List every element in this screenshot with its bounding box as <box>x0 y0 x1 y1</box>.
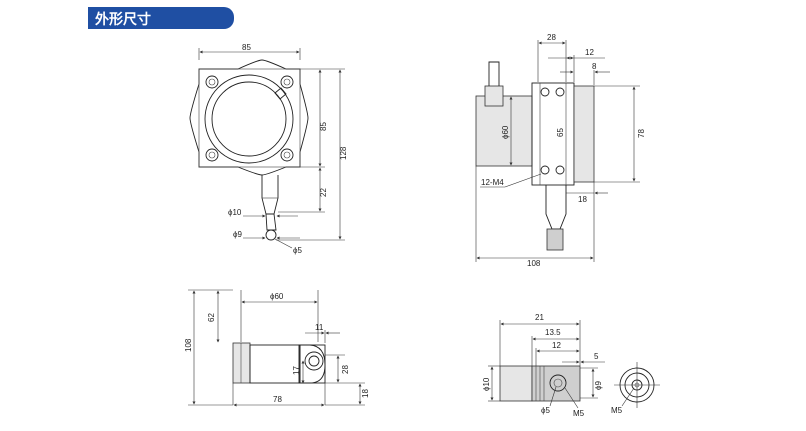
bottom-dia60-label: ϕ60 <box>270 292 284 301</box>
side-w8-label: 8 <box>592 62 597 71</box>
connector-detail-view: 21 13.5 12 5 ϕ10 ϕ9 ϕ5 M5 M5 <box>482 313 660 418</box>
detail-d10-label: ϕ10 <box>482 377 491 391</box>
bottom-h108-label: 108 <box>184 338 193 352</box>
side-thread-label: 12-M4 <box>481 178 504 187</box>
bottom-h28-label: 28 <box>341 365 350 374</box>
front-total-height-label: 128 <box>339 146 348 160</box>
front-lower-label: 22 <box>319 188 328 197</box>
side-view: 28 12 8 ϕ60 65 78 12-M4 18 108 <box>475 33 646 268</box>
side-h65-label: 65 <box>556 128 565 137</box>
front-d9-label: ϕ9 <box>233 230 242 239</box>
side-h78-label: 78 <box>637 129 646 138</box>
front-width-label: 85 <box>242 43 251 52</box>
detail-w12-label: 12 <box>552 341 561 350</box>
side-dia60-label: ϕ60 <box>501 125 510 139</box>
front-d10-label: ϕ10 <box>228 208 242 217</box>
bottom-h18-label: 18 <box>361 389 370 398</box>
front-d5-label: ϕ5 <box>293 246 302 255</box>
detail-d5-label: ϕ5 <box>541 406 550 415</box>
bottom-w11-label: 11 <box>315 323 324 332</box>
bottom-w78-label: 78 <box>273 395 282 404</box>
detail-w13-5-label: 13.5 <box>545 328 561 337</box>
side-w28-label: 28 <box>547 33 556 42</box>
detail-w5-label: 5 <box>594 352 599 361</box>
section-title-tab <box>88 7 234 29</box>
bottom-h17-label: 17 <box>292 366 301 375</box>
side-w18-label: 18 <box>578 195 587 204</box>
side-w12-label: 12 <box>585 48 594 57</box>
bottom-view: 108 62 ϕ60 11 17 28 78 18 <box>184 289 370 407</box>
detail-d9-label: ϕ9 <box>594 381 603 390</box>
detail-m5-label: M5 <box>573 409 585 418</box>
bottom-h62-label: 62 <box>207 313 216 322</box>
end-view-m5-label: M5 <box>611 406 623 415</box>
section-title: 外形尺寸 <box>95 12 151 28</box>
front-height-label: 85 <box>319 122 328 131</box>
detail-w21-label: 21 <box>535 313 544 322</box>
front-view: 85 85 128 22 ϕ10 ϕ9 ϕ5 <box>189 43 348 255</box>
side-total-width-label: 108 <box>527 259 541 268</box>
